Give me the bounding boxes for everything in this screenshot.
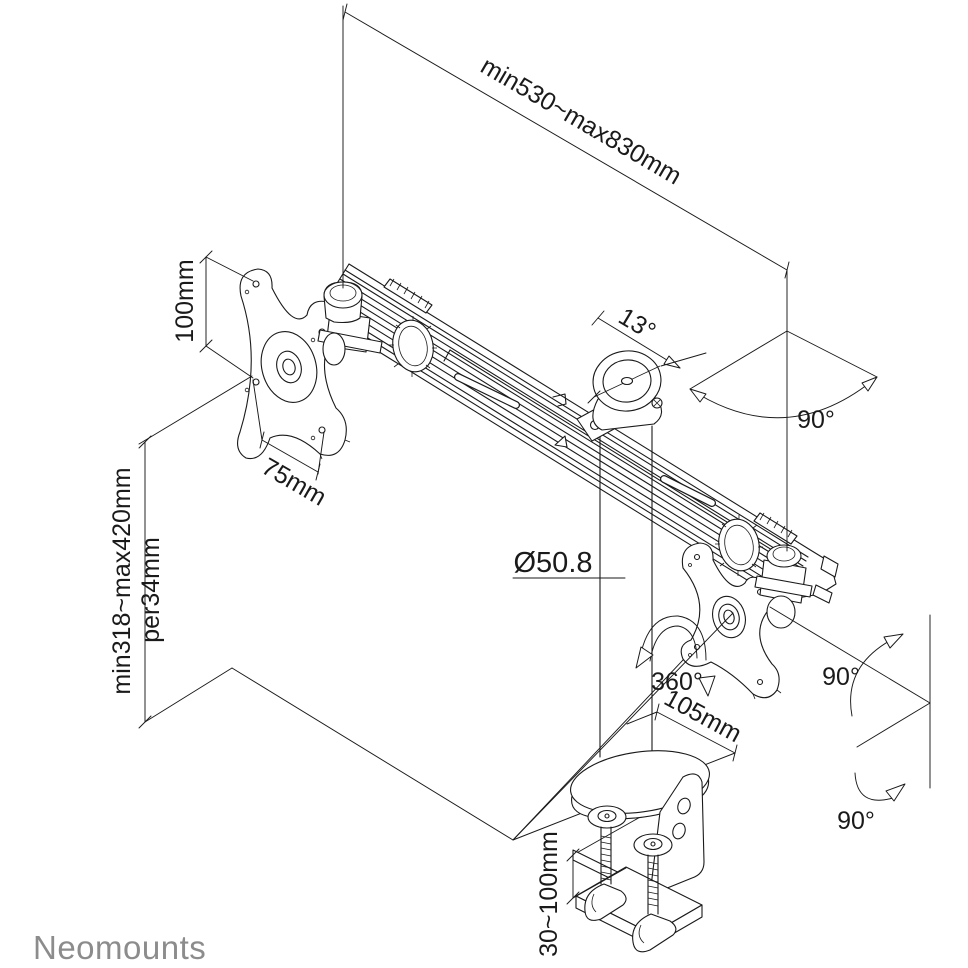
dim-arm-extension: min530~max830mm (342, 3, 790, 552)
dim-pivot-lower: 90° (837, 772, 906, 835)
brand-logo: Neomounts (33, 929, 206, 966)
label-pivot-upper: 90° (822, 663, 860, 691)
label-pivot-lower: 90° (837, 807, 875, 835)
label-tilt-angle: 13° (614, 302, 661, 345)
label-arm-extension: min530~max830mm (476, 52, 686, 191)
rail-stop-block-right (753, 512, 798, 545)
label-pole-diameter: Ø50.8 (514, 547, 593, 579)
left-vesa-plate (237, 268, 351, 460)
adjustment-knob-right (715, 515, 763, 576)
clamp-screw-right (632, 833, 677, 953)
dim-pole-diameter: Ø50.8 (512, 547, 626, 579)
label-swivel-angle: 90° (797, 406, 835, 434)
rail-stop-block-left (383, 278, 433, 314)
label-vesa-height: 100mm (171, 259, 199, 342)
adjustment-knob-left (389, 316, 437, 377)
right-ball-joint (754, 544, 813, 629)
pole (599, 425, 653, 758)
left-ball-joint (317, 281, 383, 366)
dim-rotation: 360° (635, 615, 716, 697)
label-clamp-range: 30~100mm (535, 831, 563, 957)
label-pole-height-step: per34mm (137, 537, 165, 643)
dim-clamp-range: 30~100mm (535, 831, 627, 957)
dim-pole-height: min318~max420mm per34mm (108, 375, 253, 729)
desk-clamp (572, 773, 705, 953)
pole-collar (592, 350, 663, 431)
label-pole-height-range: min318~max420mm (108, 467, 136, 694)
dim-base-offset: 105mm (626, 684, 746, 762)
dim-vesa-height: 100mm (171, 250, 254, 379)
label-rotation-angle: 360° (651, 668, 703, 696)
dim-swivel: 90° (689, 330, 878, 434)
clamp-screw-left (584, 805, 627, 921)
dim-pivot-upper: 90° (769, 606, 931, 789)
